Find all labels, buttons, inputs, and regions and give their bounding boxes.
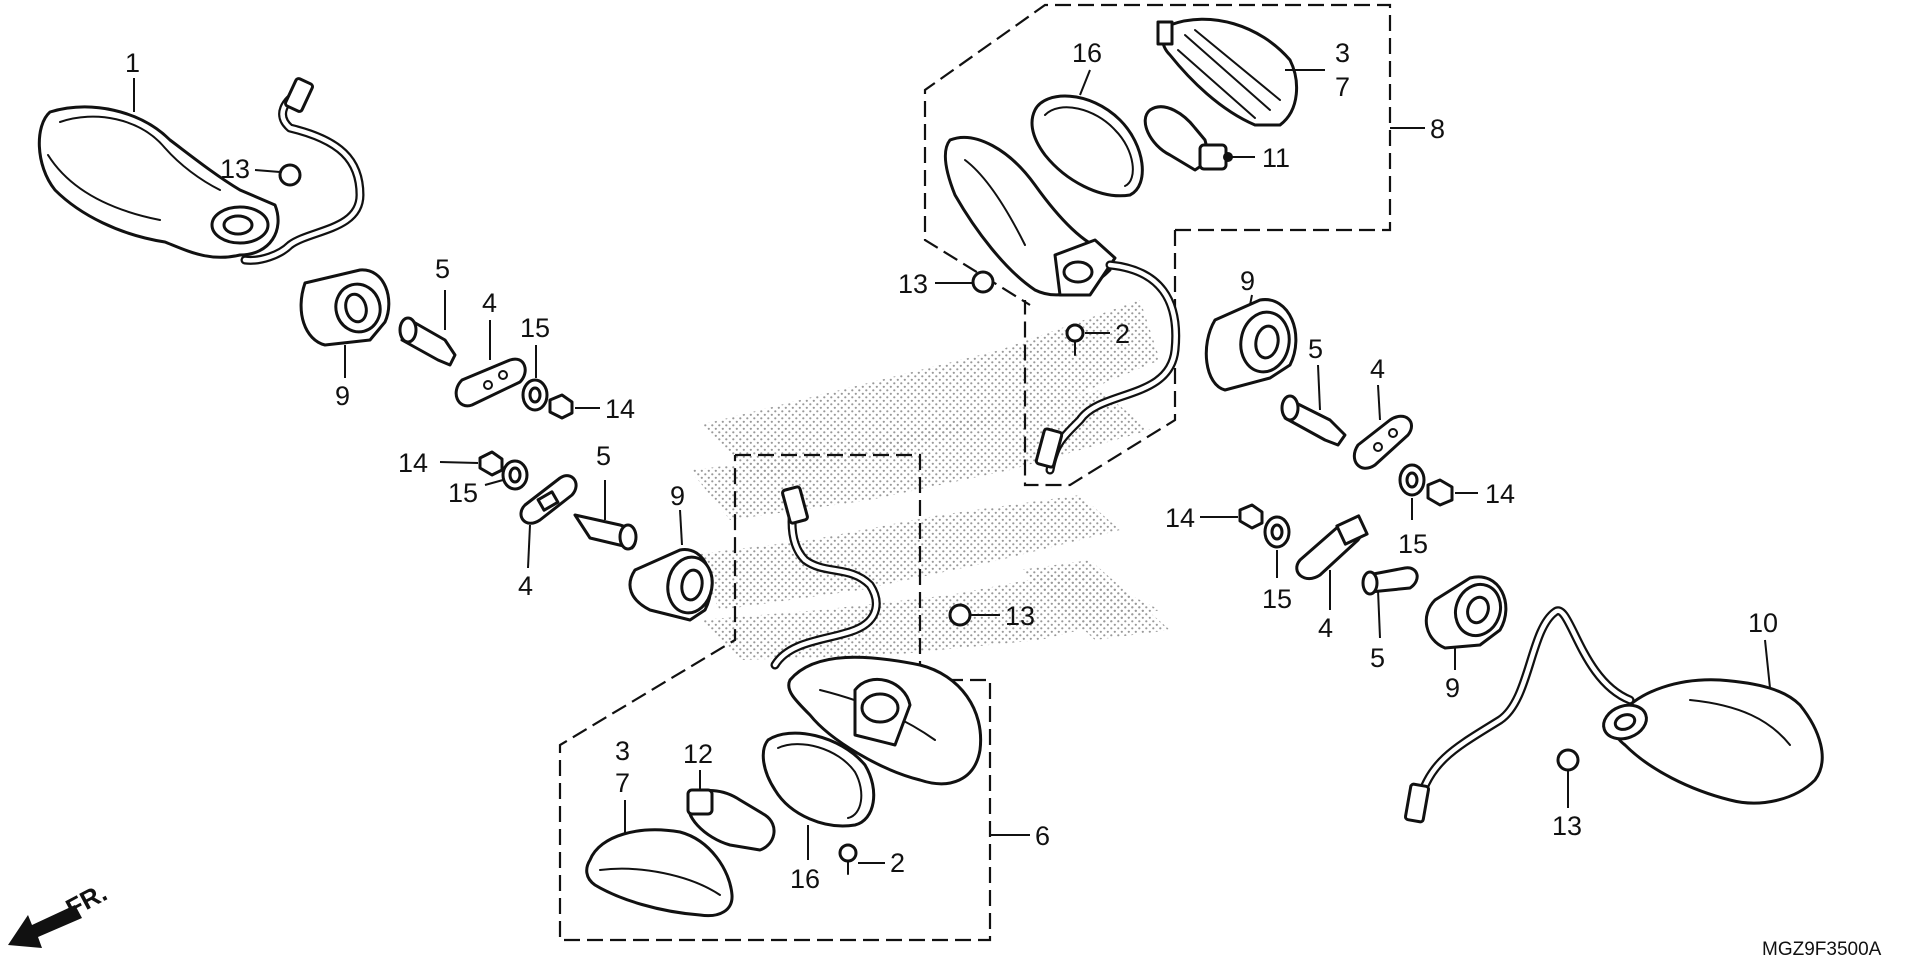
bracket-bolt-5-d — [1361, 566, 1419, 639]
callout-4: 4 — [1370, 354, 1385, 384]
diagram-code: MGZ9F3500A — [1762, 939, 1882, 960]
bulb-11 — [1143, 105, 1255, 172]
callout-7: 7 — [615, 768, 630, 798]
turn-signal-right-rear — [1403, 606, 1824, 824]
bolt-13-b — [935, 270, 995, 294]
callout-16: 16 — [1072, 38, 1102, 68]
callout-2: 2 — [890, 848, 905, 878]
callout-1: 1 — [125, 48, 140, 78]
plate-4-a — [454, 320, 527, 408]
screw-2-a — [1065, 323, 1110, 356]
callout-16: 16 — [790, 864, 820, 894]
turn-signal-housing-upper — [943, 135, 1181, 475]
callout-13: 13 — [1552, 811, 1582, 841]
callout-14: 14 — [1485, 479, 1515, 509]
callout-14: 14 — [1165, 503, 1195, 533]
callout-2: 2 — [1115, 319, 1130, 349]
callout-5: 5 — [1308, 334, 1323, 364]
turn-signal-left-front — [37, 77, 365, 265]
callout-5: 5 — [435, 254, 450, 284]
front-arrow-icon — [8, 905, 82, 948]
turn-signal-lens-3-7-a — [1156, 17, 1325, 127]
gasket-16-b — [761, 731, 876, 860]
bulb-12 — [686, 770, 776, 852]
assembly-outline-6 — [558, 453, 992, 942]
callout-3: 3 — [1335, 38, 1350, 68]
callout-8: 8 — [1430, 114, 1445, 144]
callout-15: 15 — [1262, 584, 1292, 614]
turn-signal-lens-3-7-b — [585, 800, 734, 918]
callout-9: 9 — [670, 481, 685, 511]
callout-4: 4 — [518, 571, 533, 601]
washer-15-d — [1263, 515, 1291, 578]
washer-15-a — [521, 378, 549, 412]
callout-5: 5 — [1370, 643, 1385, 673]
callout-4: 4 — [482, 288, 497, 318]
nut-14-b — [439, 450, 504, 477]
callout-9: 9 — [1445, 673, 1460, 703]
bolt-13-d — [1556, 748, 1580, 808]
bolt-13-a — [254, 163, 302, 187]
callout-6: 6 — [1035, 821, 1050, 851]
callout-13: 13 — [220, 154, 250, 184]
grommet-9-d — [1424, 575, 1508, 670]
nut-14-a — [548, 393, 600, 420]
callout-11: 11 — [1262, 143, 1290, 173]
bracket-bolt-5-c — [1280, 364, 1347, 447]
turn-signal-housing-lower — [770, 485, 983, 786]
bracket-bolt-5-b — [573, 480, 638, 551]
callout-9: 9 — [1240, 266, 1255, 296]
screw-2-b — [838, 843, 885, 875]
watermark-emblem — [690, 300, 1170, 660]
grommet-9-a — [299, 268, 391, 347]
front-direction-indicator: FR. — [8, 877, 112, 948]
gasket-16-a — [1030, 69, 1144, 198]
grommet-9-c — [1204, 294, 1298, 392]
plate-4-b — [519, 474, 578, 569]
callout-14: 14 — [605, 394, 635, 424]
callout-13: 13 — [898, 269, 928, 299]
plate-4-d — [1295, 514, 1369, 610]
callout-10: 10 — [1748, 608, 1778, 638]
callout-14: 14 — [398, 448, 428, 478]
callout-13: 13 — [1005, 601, 1035, 631]
callout-12: 12 — [683, 739, 713, 769]
callout-15: 15 — [1398, 529, 1428, 559]
callout-9: 9 — [335, 381, 350, 411]
callout-15: 15 — [448, 478, 478, 508]
washer-15-c — [1398, 463, 1426, 520]
plate-4-c — [1352, 384, 1413, 470]
callout-15: 15 — [520, 313, 550, 343]
callout-5: 5 — [596, 441, 611, 471]
callout-7: 7 — [1335, 72, 1350, 102]
washer-15-b — [484, 459, 529, 491]
nut-14-c — [1426, 478, 1478, 507]
bracket-bolt-5-a — [398, 290, 457, 367]
callout-3: 3 — [615, 736, 630, 766]
bolt-13-c — [948, 603, 1000, 627]
callout-labels: 1 13 5 4 15 9 14 16 3 7 8 11 13 2 9 5 4 … — [125, 38, 1778, 894]
callout-4: 4 — [1318, 613, 1333, 643]
grommet-9-b — [628, 509, 714, 622]
nut-14-d — [1200, 503, 1264, 530]
